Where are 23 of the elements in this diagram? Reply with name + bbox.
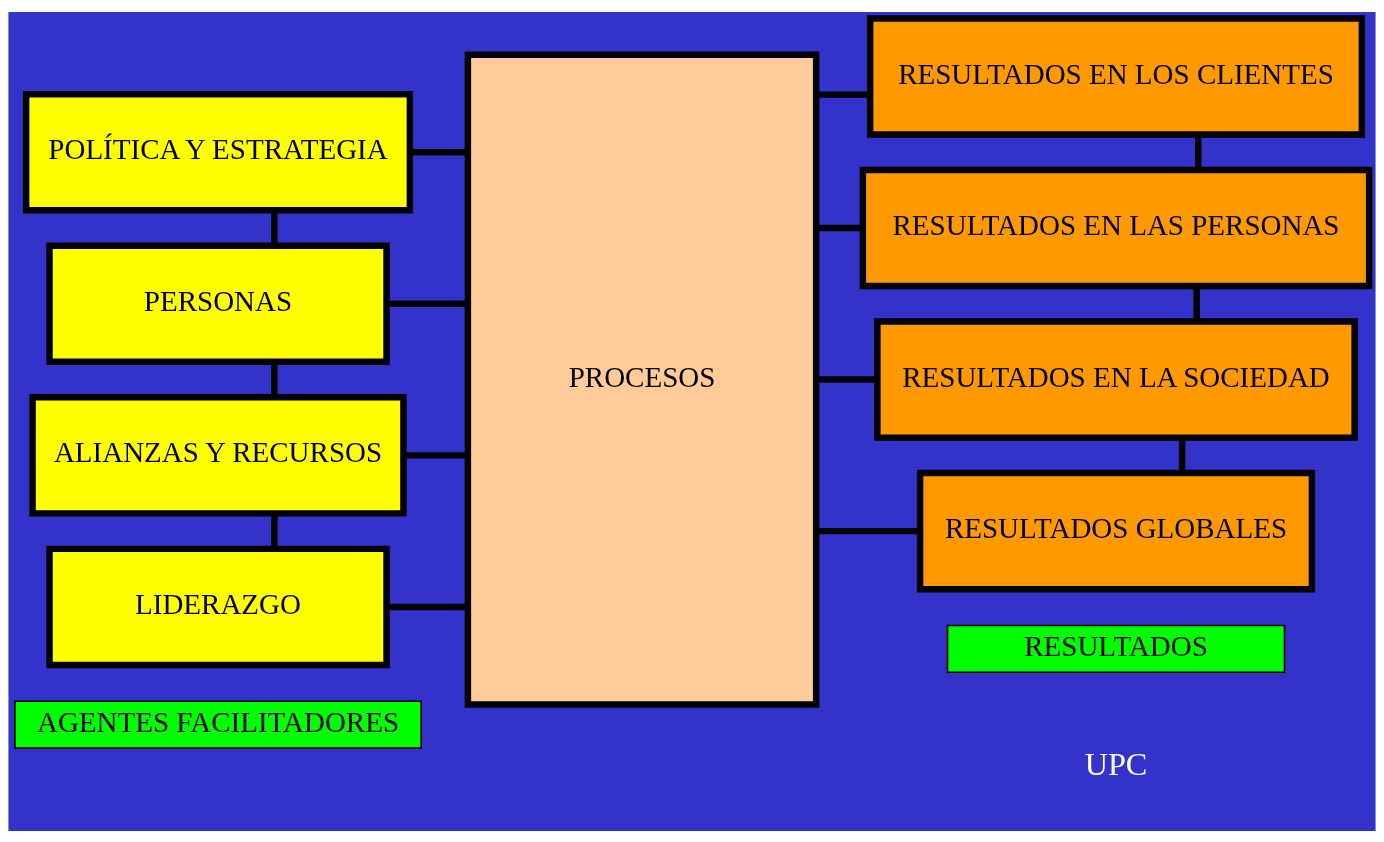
connector	[1178, 437, 1186, 473]
connector	[816, 527, 920, 534]
connector	[404, 451, 468, 459]
connector	[816, 90, 870, 98]
connector	[816, 224, 863, 231]
connector	[1195, 134, 1202, 170]
node-box: PROCESOS	[464, 51, 820, 708]
node-box: RESULTADOS	[946, 624, 1286, 673]
connector	[386, 603, 468, 610]
connector	[816, 375, 878, 383]
connector	[386, 300, 468, 307]
node-box: LIDERAZGO	[46, 545, 390, 668]
connector	[410, 148, 468, 155]
node-box: RESULTADOS EN LA SOCIEDAD	[874, 317, 1358, 441]
node-box: ALIANZAS Y RECURSOS	[29, 393, 407, 517]
node-box: RESULTADOS EN LAS PERSONAS	[859, 166, 1373, 289]
label: UPC	[1084, 745, 1148, 782]
node-box: POLÍTICA Y ESTRATEGIA	[22, 90, 414, 214]
node-box: RESULTADOS EN LOS CLIENTES	[866, 14, 1366, 138]
node-box: AGENTES FACILITADORES	[14, 699, 422, 749]
connector	[271, 513, 278, 549]
node-box: PERSONAS	[46, 242, 390, 365]
node-box: RESULTADOS GLOBALES	[916, 469, 1316, 592]
